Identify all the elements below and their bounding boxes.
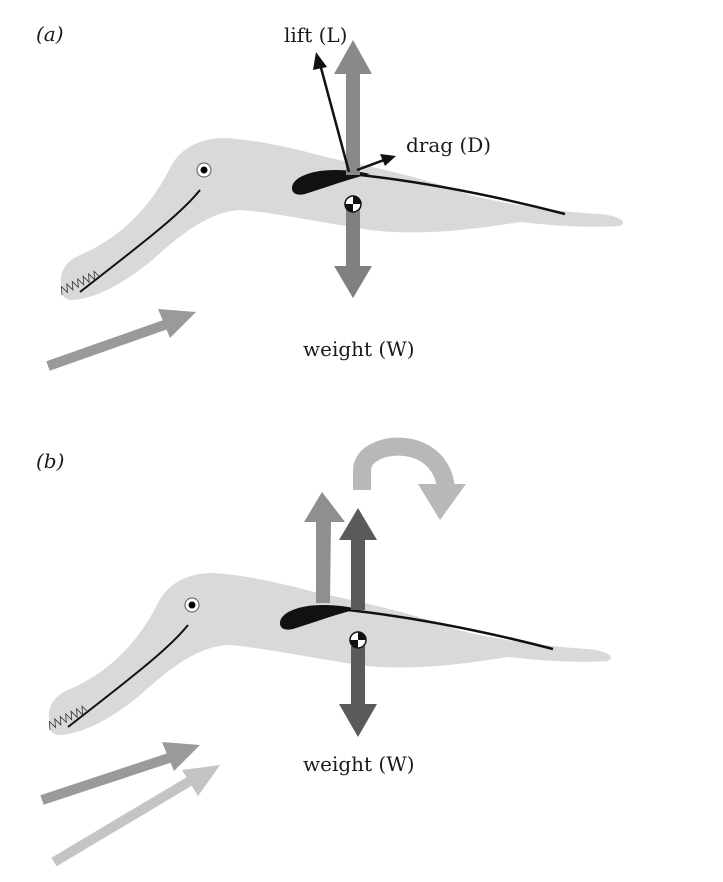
drag-arrow-a bbox=[356, 154, 396, 172]
weight-arrow-b bbox=[339, 646, 377, 737]
airflow-arrow-a bbox=[46, 309, 196, 371]
panel-a: (a) bbox=[36, 22, 625, 371]
panel-b-label: (b) bbox=[36, 449, 64, 473]
pitch-rotation-arrow bbox=[353, 437, 466, 520]
weight-label-a: weight (W) bbox=[303, 337, 415, 361]
panel-a-label: (a) bbox=[36, 22, 64, 46]
weight-arrow-a bbox=[334, 208, 372, 298]
tilted-lift-arrow-b bbox=[304, 492, 345, 603]
lift-label: lift (L) bbox=[284, 23, 347, 47]
lift-arrow-b bbox=[339, 508, 377, 610]
lift-arrow-a bbox=[334, 40, 372, 175]
center-of-mass-b bbox=[349, 631, 367, 649]
resultant-arrow-a bbox=[313, 52, 351, 173]
airflow-arrow-b-light bbox=[51, 765, 220, 867]
airflow-arrow-b-dark bbox=[40, 742, 200, 805]
center-of-mass-a bbox=[344, 195, 362, 213]
drag-label: drag (D) bbox=[406, 133, 491, 157]
weight-label-b: weight (W) bbox=[303, 752, 415, 776]
panel-b: (b) bbox=[36, 437, 613, 867]
